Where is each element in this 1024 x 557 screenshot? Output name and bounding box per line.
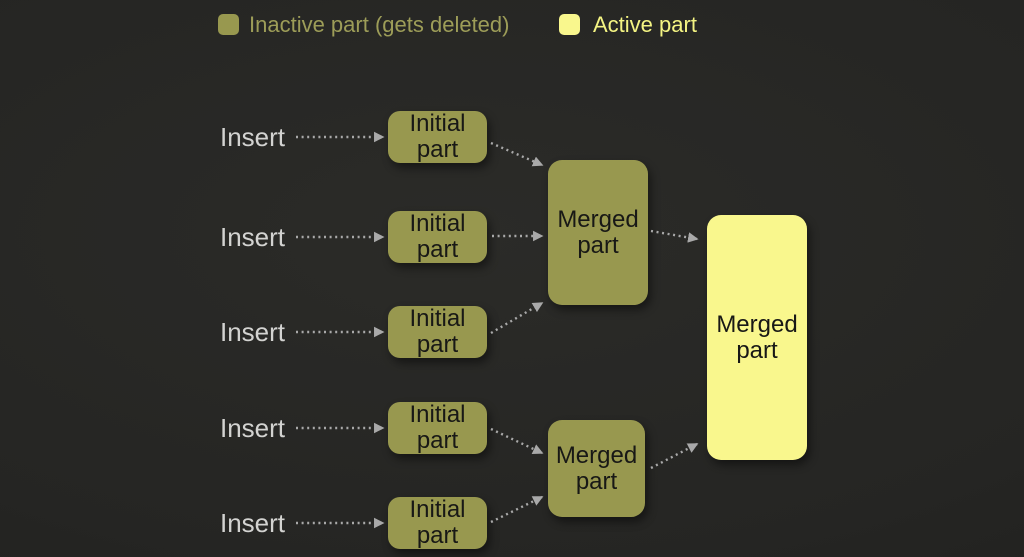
merged-part-bottom: Merged part xyxy=(548,420,645,517)
arrow-initial-part-5-to-merged-part-bottom xyxy=(490,495,544,524)
insert-label-1: Insert xyxy=(220,122,286,152)
inactive-part-legend-label: Inactive part (gets deleted) xyxy=(249,12,510,37)
active-part-legend-swatch xyxy=(559,14,580,35)
active-part-legend-label: Active part xyxy=(593,12,697,37)
inactive-part-legend-swatch xyxy=(218,14,239,35)
insert-label-3: Insert xyxy=(220,317,286,347)
arrow-initial-part-1-to-merged-part-top xyxy=(490,141,544,167)
arrow-initial-part-4-to-merged-part-bottom xyxy=(490,427,544,455)
initial-part-5: Initial part xyxy=(388,497,487,549)
initial-part-1: Initial part xyxy=(388,111,487,163)
insert-label-4: Insert xyxy=(220,413,286,443)
insert-label-2: Insert xyxy=(220,222,286,252)
merged-part-top: Merged part xyxy=(548,160,648,305)
insert-label-5: Insert xyxy=(220,508,286,538)
initial-part-2: Initial part xyxy=(388,211,487,263)
initial-part-4: Initial part xyxy=(388,402,487,454)
arrow-merged-part-bottom-to-merged-part-final xyxy=(650,442,699,470)
arrow-initial-part-3-to-merged-part-top xyxy=(490,301,544,335)
initial-part-3: Initial part xyxy=(388,306,487,358)
merged-part-final: Merged part xyxy=(707,215,807,460)
arrow-merged-part-top-to-merged-part-final xyxy=(650,229,699,243)
